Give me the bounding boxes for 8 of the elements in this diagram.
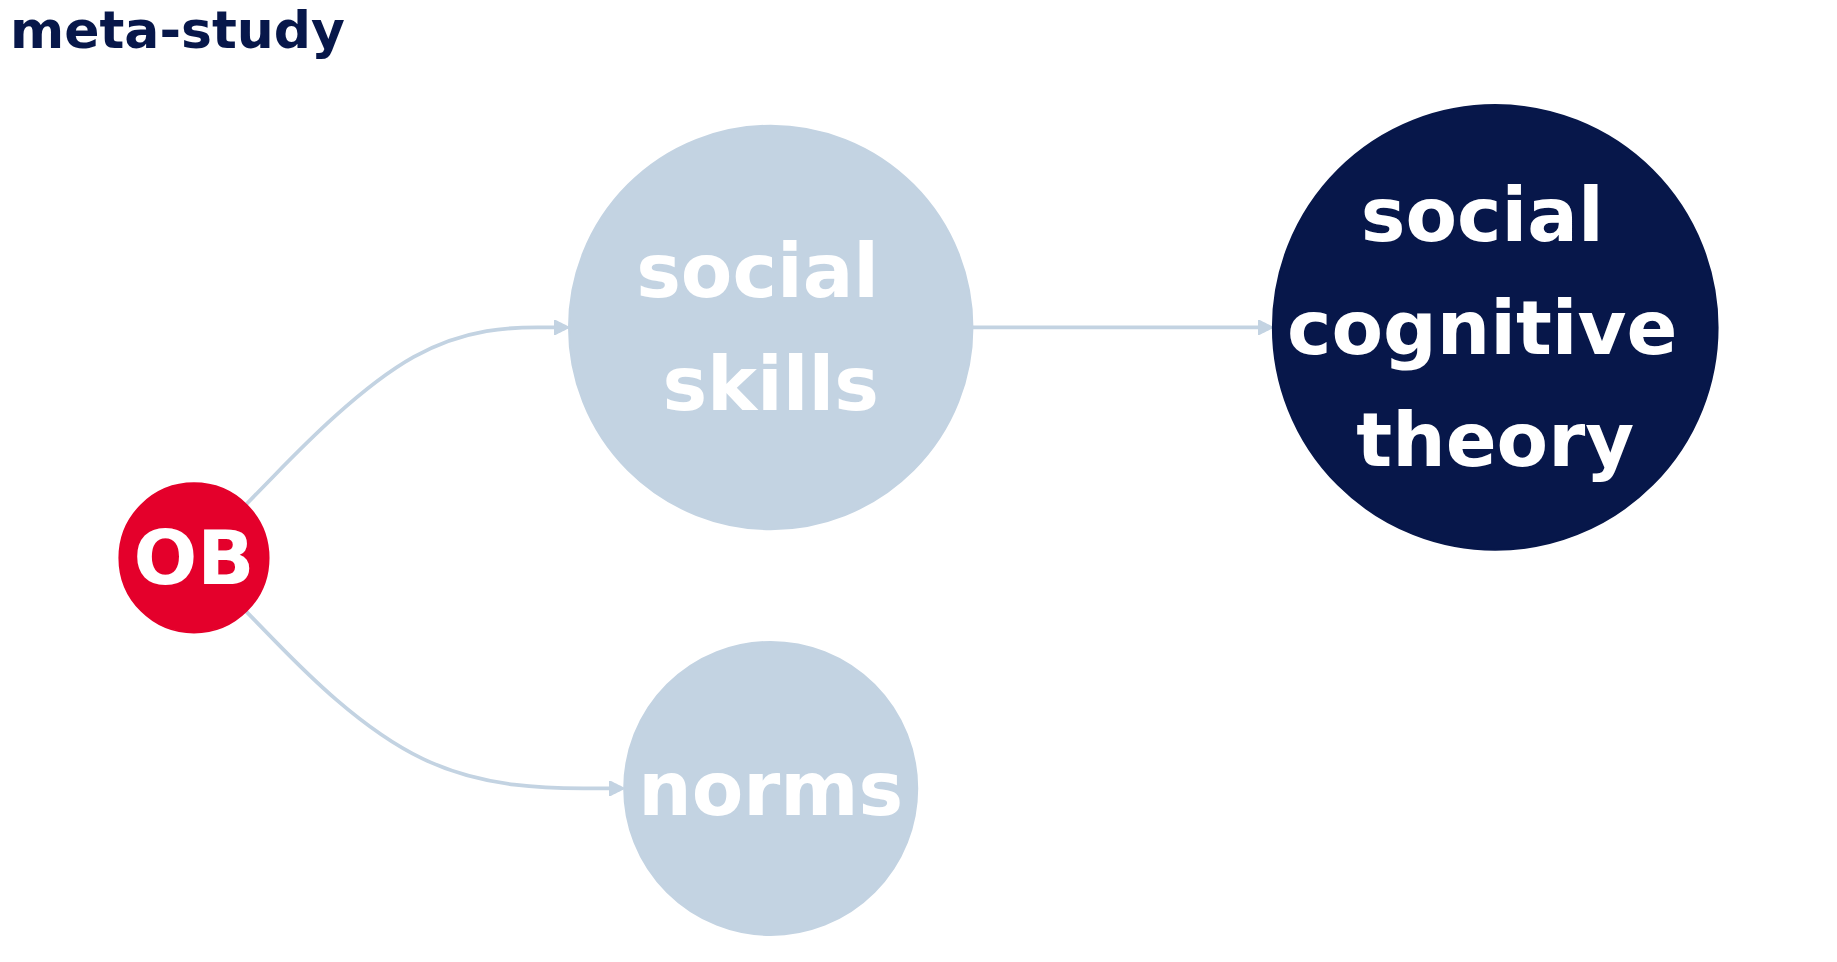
diagram-title: meta-study bbox=[10, 0, 345, 60]
arrow bbox=[244, 319, 570, 506]
node-circle: social cognitive theory bbox=[1271, 104, 1719, 551]
arrow bbox=[244, 610, 625, 797]
node-circle: norms bbox=[623, 640, 919, 936]
node-circle: social skills bbox=[567, 124, 974, 531]
node-circle: OB bbox=[118, 482, 270, 634]
arrow bbox=[972, 319, 1274, 336]
